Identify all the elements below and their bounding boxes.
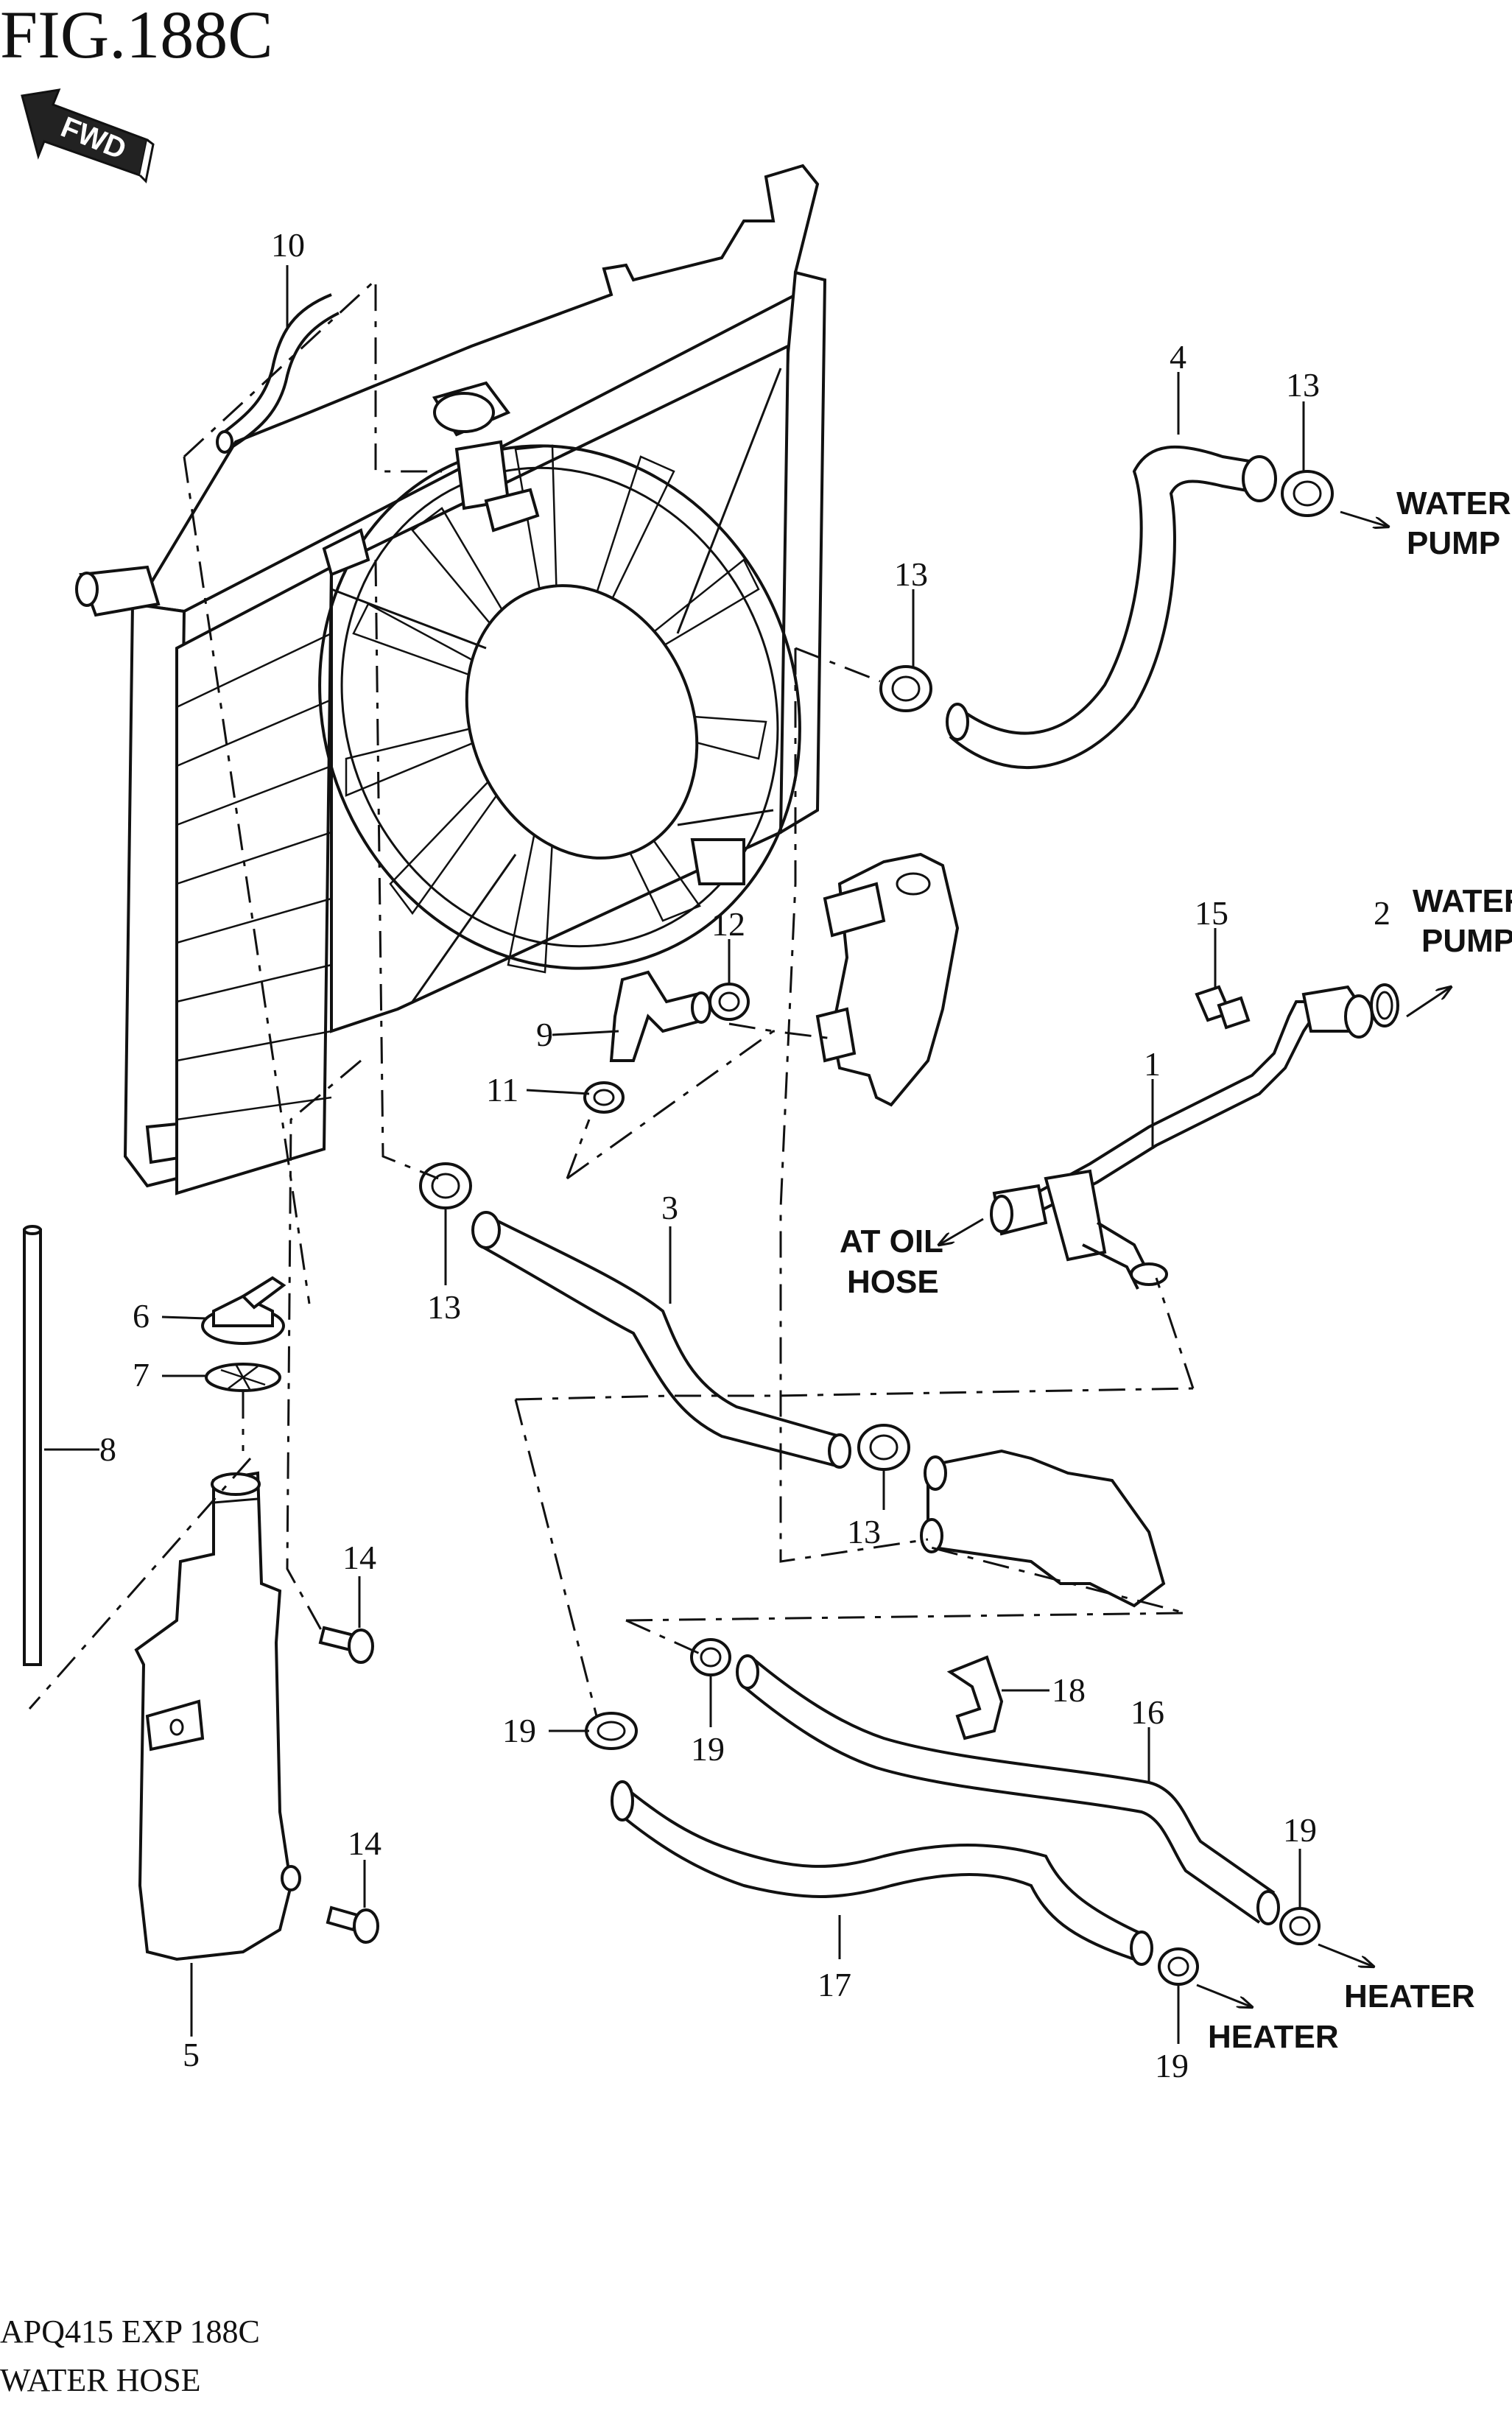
heater-label-1: HEATER <box>1344 1978 1475 2014</box>
callout-6: 6 <box>133 1297 150 1335</box>
callout-13b: 13 <box>894 555 928 593</box>
callout-1: 1 <box>1144 1045 1161 1083</box>
callout-10: 10 <box>271 226 305 264</box>
clamp-19-b <box>585 1712 638 1750</box>
clamp-19-a <box>690 1638 731 1676</box>
heater-label-2: HEATER <box>1208 2019 1339 2055</box>
bolt-14-upper <box>318 1626 374 1664</box>
radiator-inlet-hose <box>946 445 1277 770</box>
callout-8: 8 <box>99 1430 116 1468</box>
small-hose-9 <box>609 970 711 1062</box>
destination-arrows <box>939 510 1451 2007</box>
clamp-11 <box>583 1081 625 1114</box>
figure-code: APQ415 EXP 188C <box>0 2314 260 2350</box>
reservoir-tank <box>134 1471 301 1961</box>
callout-16: 16 <box>1131 1693 1164 1731</box>
callout-3: 3 <box>661 1189 678 1226</box>
clamp-13-c <box>419 1162 472 1209</box>
callout-17: 17 <box>817 1966 851 2003</box>
callout-2: 2 <box>1374 894 1390 932</box>
water-pump-label-1b: PUMP <box>1407 525 1500 561</box>
callout-19a: 19 <box>691 1730 725 1768</box>
clamp-12 <box>708 983 750 1021</box>
callout-5: 5 <box>183 2036 200 2073</box>
at-oil-hose-label: AT OIL <box>840 1223 943 1260</box>
clamp-19-c <box>1279 1907 1321 1945</box>
heater-outlet-hose <box>736 1654 1280 1925</box>
callout-13a: 13 <box>1286 366 1320 404</box>
figure-name: WATER HOSE <box>0 2362 201 2398</box>
callout-18: 18 <box>1052 1671 1086 1709</box>
water-pump-label-2: WATER <box>1413 883 1512 919</box>
small-hose-10 <box>216 293 340 454</box>
bolt-15 <box>1195 985 1251 1030</box>
clamp-13-b <box>879 665 932 712</box>
water-pipe <box>990 985 1374 1290</box>
callout-14b: 14 <box>348 1824 381 1862</box>
radiator-assembly <box>75 164 827 1195</box>
figure-title: FIG.188C <box>0 0 273 72</box>
phantom-lines <box>28 277 1195 1717</box>
at-oil-hose-label-b: HOSE <box>847 1264 939 1300</box>
callout-4: 4 <box>1170 338 1186 376</box>
callout-11: 11 <box>486 1071 518 1109</box>
water-pump-label-1: WATER <box>1396 485 1511 521</box>
callout-19d: 19 <box>1155 2047 1189 2084</box>
clamp-13-d <box>857 1424 910 1471</box>
callout-12: 12 <box>711 905 745 943</box>
thermostat-housing <box>815 852 960 1107</box>
reservoir-cap <box>201 1276 286 1345</box>
callout-13c: 13 <box>427 1288 461 1326</box>
clamp-13-a <box>1281 470 1334 517</box>
o-ring <box>1370 983 1399 1027</box>
heater-inlet-hose <box>611 1780 1153 1966</box>
bolt-14-lower <box>326 1905 379 1944</box>
water-pump-label-2b: PUMP <box>1421 923 1512 959</box>
reservoir-filter <box>205 1363 281 1392</box>
callout-14a: 14 <box>342 1539 376 1576</box>
hose-clip <box>946 1655 1004 1740</box>
water-inlet <box>920 1449 1166 1608</box>
leader-lines <box>44 265 1305 2044</box>
callout-19b: 19 <box>502 1712 536 1749</box>
callout-7: 7 <box>133 1356 150 1394</box>
callout-19c: 19 <box>1283 1811 1317 1849</box>
fwd-arrow-icon: FWD <box>21 88 155 184</box>
callout-15: 15 <box>1195 894 1228 932</box>
overflow-hose <box>23 1225 42 1666</box>
radiator-outlet-hose <box>471 1211 851 1469</box>
clamp-19-d <box>1158 1947 1199 1986</box>
callout-9: 9 <box>536 1016 553 1053</box>
callout-13d: 13 <box>847 1513 881 1550</box>
